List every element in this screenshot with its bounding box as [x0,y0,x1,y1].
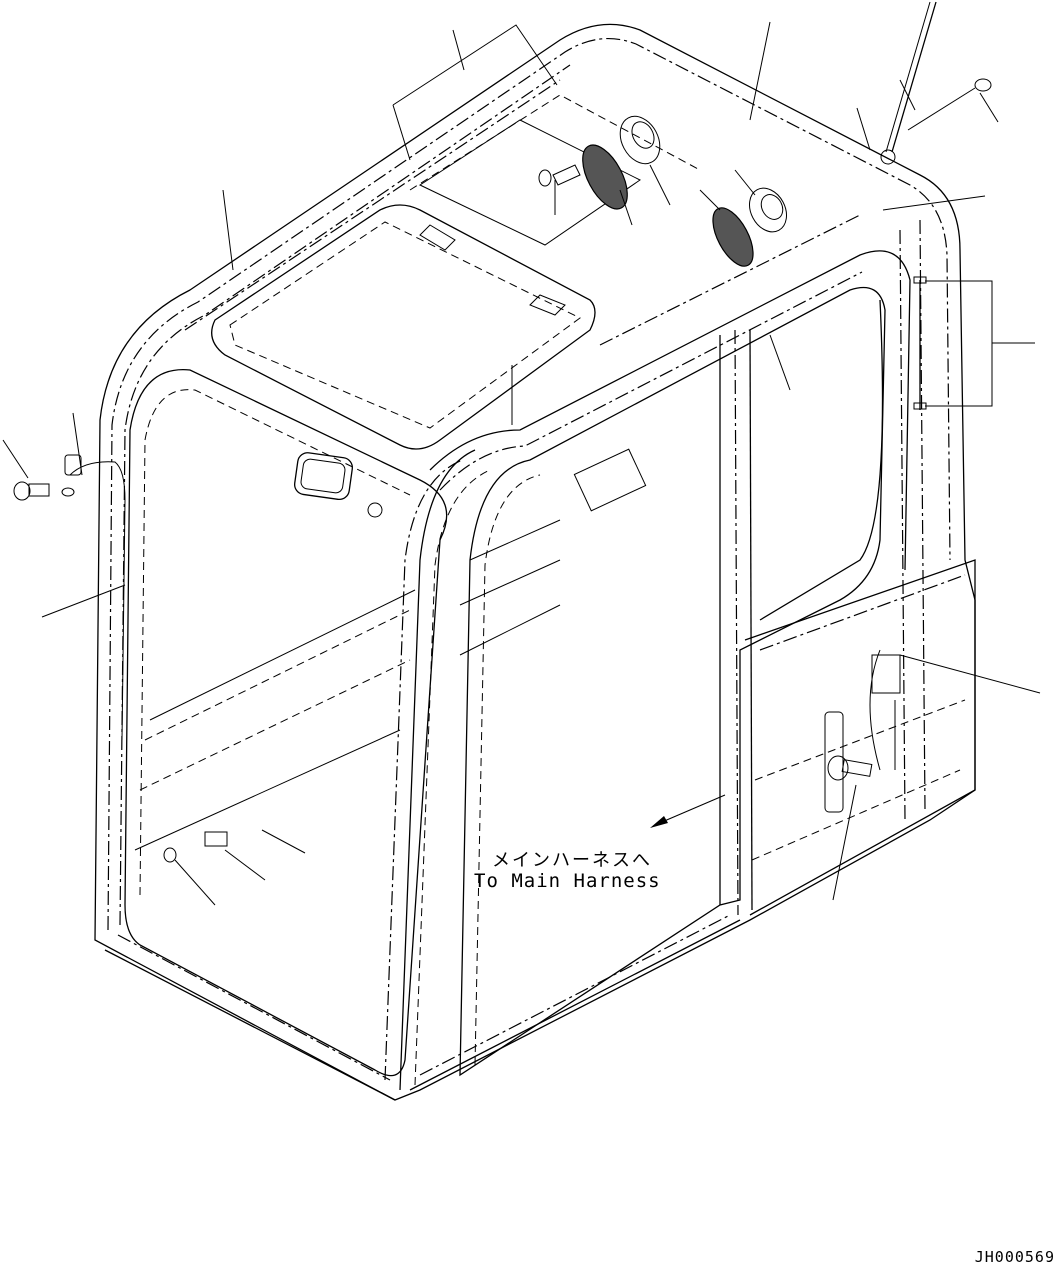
harness-arrow [650,794,726,828]
connector-lower-right [824,649,901,813]
bolt-left [13,481,50,501]
work-lamp [293,452,383,518]
callout-label-jp: メインハーネスへ [492,850,652,871]
speaker-right [712,187,787,267]
cab-frame [94,23,976,1101]
roof-panel [184,79,861,450]
speaker-left [538,115,661,210]
floor-connectors [134,448,647,863]
ground-bolt-lower-right [827,755,873,781]
leader-lines [2,21,1041,906]
bolt-top-right [907,78,992,131]
harness-clips-right-pillar [913,276,927,410]
drawing-id: JH000569 [974,1248,1055,1266]
antenna [880,1,937,165]
speaker-grille-right [712,207,754,267]
speaker-grille-left [582,144,628,210]
callout-label-en: To Main Harness [474,870,661,892]
